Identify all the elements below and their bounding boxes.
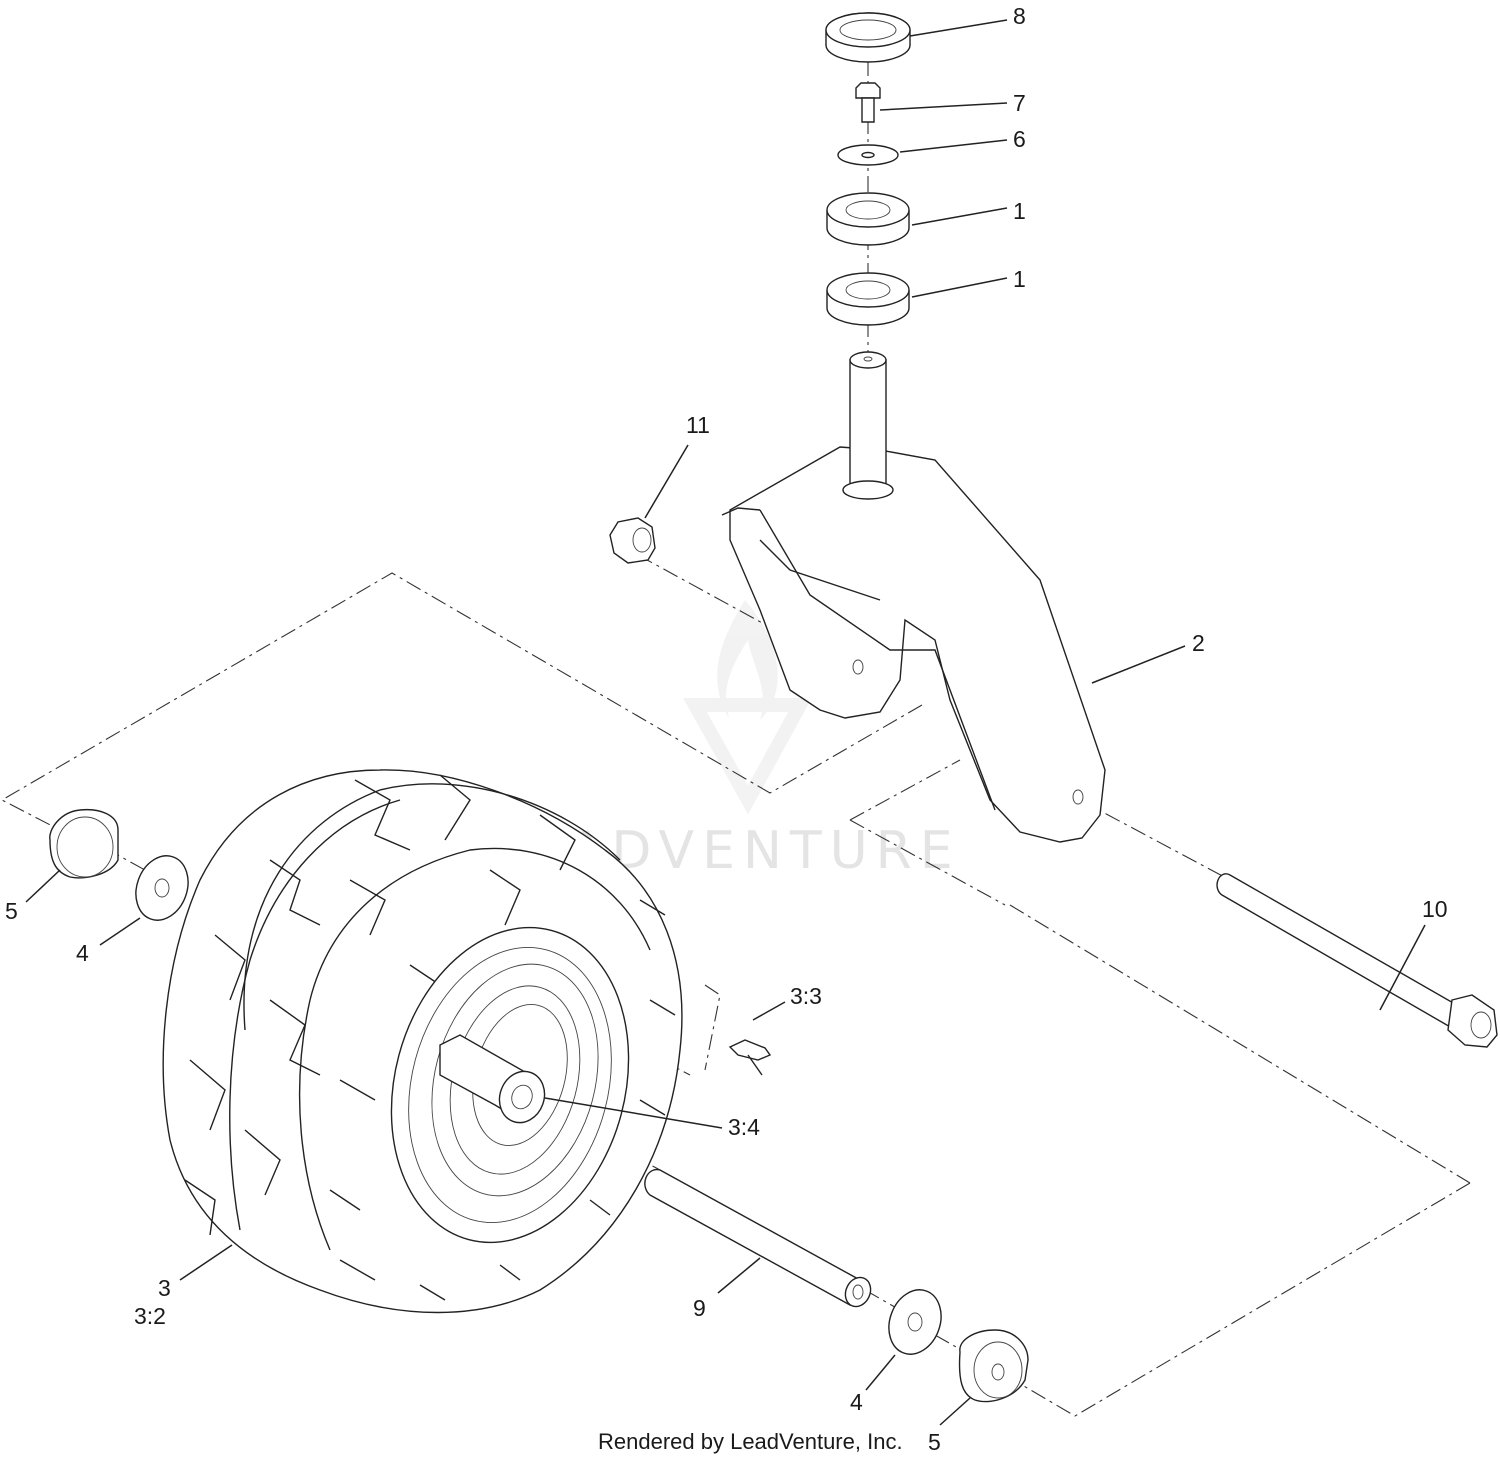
label-part-1-upper: 1 <box>1013 198 1026 224</box>
label-part-6: 6 <box>1013 126 1026 152</box>
label-part-3: 3 <box>158 1275 171 1301</box>
label-part-1-lower: 1 <box>1013 266 1026 292</box>
part-6-washer <box>837 144 899 166</box>
label-part-2: 2 <box>1192 630 1205 656</box>
part-5-spacer-right <box>958 1329 1029 1403</box>
part-4-washer-right <box>888 1289 942 1355</box>
label-part-5-right: 5 <box>928 1429 941 1455</box>
footer-credit: Rendered by LeadVenture, Inc. <box>598 1429 903 1454</box>
label-part-4-right: 4 <box>850 1389 863 1415</box>
part-5-spacer-left <box>49 808 119 879</box>
leader-lines <box>25 19 1426 1426</box>
part-10-axle-bolt <box>1216 873 1498 1048</box>
part-4-washer-left <box>135 855 189 921</box>
part-1-bearing-lower <box>826 272 910 326</box>
label-part-3-2: 3:2 <box>134 1303 166 1329</box>
watermark-logo <box>683 600 812 815</box>
part-3-wheel-assembly <box>162 769 772 1314</box>
part-1-bearing-upper <box>826 192 910 246</box>
part-8-cap <box>825 12 911 63</box>
part-2-caster-fork <box>721 351 1106 843</box>
label-part-11: 11 <box>686 412 710 438</box>
part-11-nut <box>609 517 656 564</box>
label-part-4-left: 4 <box>76 940 89 966</box>
label-part-8: 8 <box>1013 3 1026 29</box>
label-part-3-4: 3:4 <box>728 1114 760 1140</box>
label-part-5-left: 5 <box>5 898 18 924</box>
label-part-7: 7 <box>1013 90 1026 116</box>
part-7-bolt <box>855 82 881 123</box>
part-labels: 8 7 6 1 1 11 2 10 5 4 3:3 3:4 3 3:2 9 4 … <box>5 3 1448 1455</box>
label-part-3-3: 3:3 <box>790 983 822 1009</box>
part-9-spacer-tube <box>644 1168 872 1308</box>
label-part-10: 10 <box>1422 896 1448 922</box>
label-part-9: 9 <box>693 1295 706 1321</box>
